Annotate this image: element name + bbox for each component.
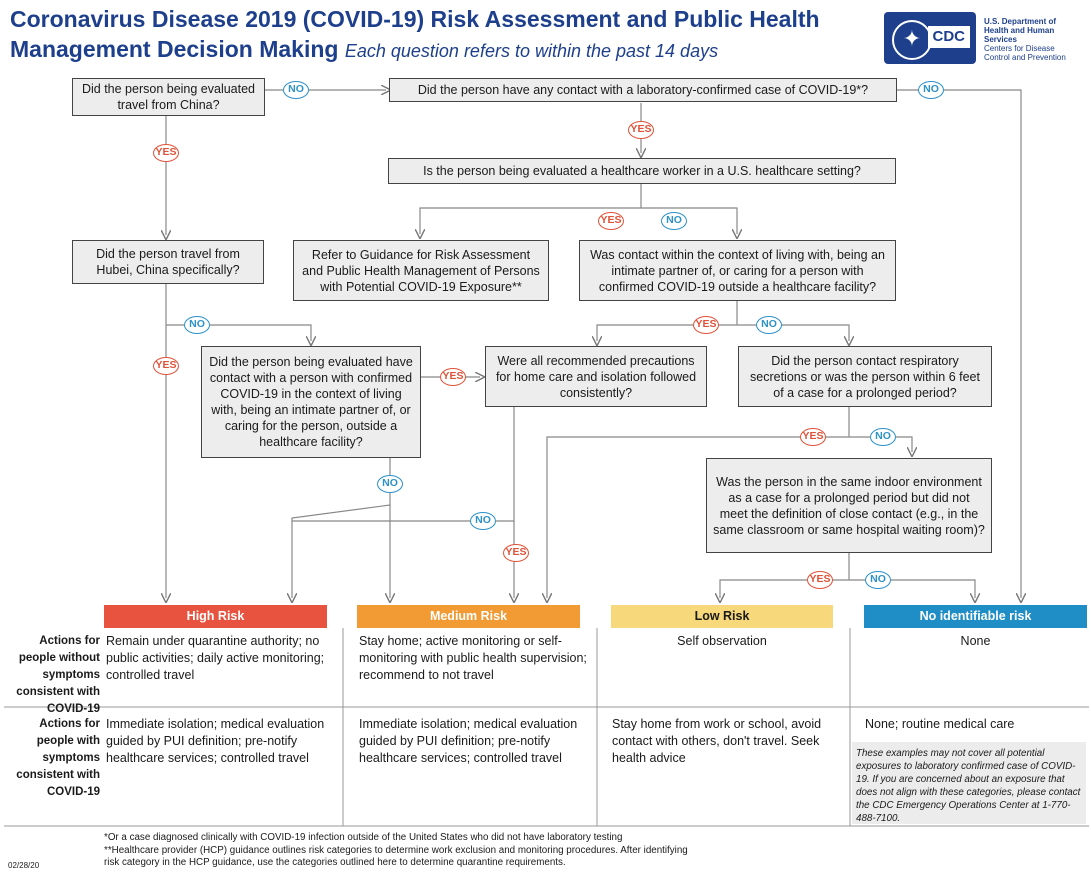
yes-badge: YES (800, 428, 826, 446)
row-label-with-symptoms: Actions for people with symptoms consist… (16, 718, 100, 798)
risk-none: No identifiable risk (864, 605, 1087, 628)
cell-medium-without: Stay home; active monitoring or self-mon… (359, 634, 587, 682)
refer-hcp-guidance: Refer to Guidance for Risk Assessment an… (293, 240, 549, 301)
question-china-travel: Did the person being evaluated travel fr… (72, 78, 265, 116)
risk-low: Low Risk (611, 605, 833, 628)
cell-low-with: Stay home from work or school, avoid con… (612, 717, 822, 765)
no-badge: NO (865, 571, 891, 589)
no-badge: NO (870, 428, 896, 446)
no-badge: NO (283, 81, 309, 99)
title-line-2: Management Decision Making Each question… (10, 34, 870, 66)
yes-badge: YES (503, 544, 529, 562)
question-precautions-followed: Were all recommended precautions for hom… (485, 346, 707, 407)
cell-medium-with: Immediate isolation; medical evaluation … (359, 717, 578, 765)
no-badge: NO (470, 512, 496, 530)
cell-low-without: Self observation (677, 634, 767, 648)
question-indoor-environment: Was the person in the same indoor enviro… (706, 458, 992, 553)
yes-badge: YES (153, 357, 179, 375)
date-stamp: 02/28/20 (8, 861, 40, 870)
question-living-with-case: Was contact within the context of living… (579, 240, 896, 301)
no-badge: NO (661, 212, 687, 230)
yes-badge: YES (628, 121, 654, 139)
cell-none-with: None; routine medical care (865, 717, 1015, 731)
no-badge: NO (756, 316, 782, 334)
row-label-without-symptoms: Actions for people without symptoms cons… (16, 635, 100, 715)
question-household-contact: Did the person being evaluated have cont… (201, 346, 421, 458)
hhs-logo: ✦ CDC (884, 12, 976, 64)
yes-badge: YES (693, 316, 719, 334)
agency-line-4: Control and Prevention (984, 53, 1066, 62)
yes-badge: YES (807, 571, 833, 589)
title-line-1: Coronavirus Disease 2019 (COVID-19) Risk… (10, 6, 820, 32)
cell-none-without: None (960, 634, 991, 648)
subtitle: Each question refers to within the past … (344, 41, 719, 61)
question-respiratory-secretions: Did the person contact respiratory secre… (738, 346, 992, 407)
agency-line-3: Centers for Disease (984, 44, 1055, 53)
title-line-2-text: Management Decision Making (10, 36, 339, 62)
cdc-logo-text: CDC (927, 26, 970, 48)
disclaimer-note: These examples may not cover all potenti… (852, 742, 1086, 824)
no-badge: NO (184, 316, 210, 334)
agency-line-2: Health and Human Services (984, 26, 1055, 44)
question-lab-confirmed-contact: Did the person have any contact with a l… (389, 78, 897, 102)
yes-badge: YES (598, 212, 624, 230)
agency-name: U.S. Department of Health and Human Serv… (984, 17, 1089, 62)
question-hubei-travel: Did the person travel from Hubei, China … (72, 240, 264, 284)
no-badge: NO (918, 81, 944, 99)
footnote-1: *Or a case diagnosed clinically with COV… (104, 832, 623, 843)
cell-high-without: Remain under quarantine authority; no pu… (106, 634, 325, 682)
question-healthcare-worker: Is the person being evaluated a healthca… (388, 158, 896, 184)
cell-high-with: Immediate isolation; medical evaluation … (106, 717, 325, 765)
footnote-2: **Healthcare provider (HCP) guidance out… (104, 845, 688, 868)
page-title: Coronavirus Disease 2019 (COVID-19) Risk… (10, 4, 870, 66)
agency-line-1: U.S. Department of (984, 17, 1057, 26)
no-badge: NO (377, 475, 403, 493)
risk-high: High Risk (104, 605, 327, 628)
risk-medium: Medium Risk (357, 605, 580, 628)
yes-badge: YES (440, 368, 466, 386)
yes-badge: YES (153, 144, 179, 162)
